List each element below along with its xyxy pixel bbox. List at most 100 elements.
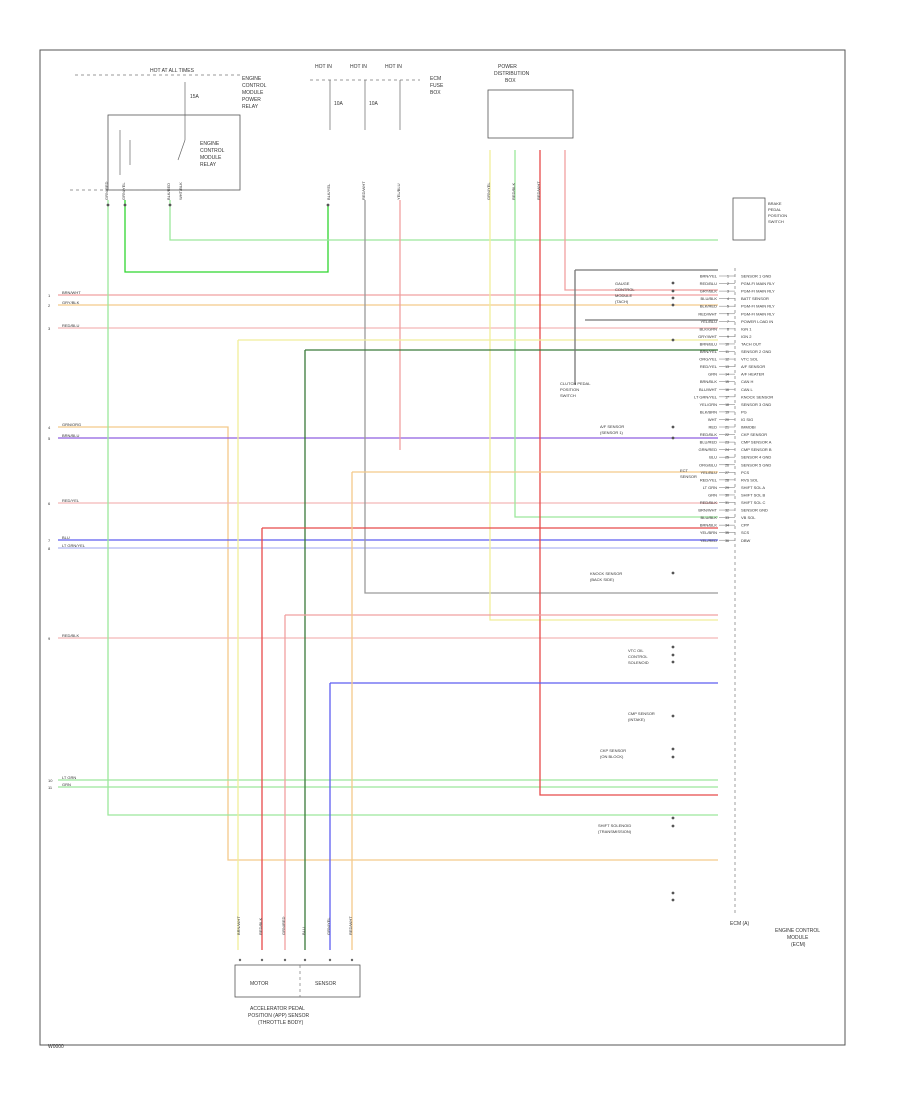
ecm-pin-wire: BLU/WHT [699, 387, 718, 392]
left-wire-pin: 5 [48, 436, 51, 441]
ecm-pin-function: PGM-FI MAIN RLY [741, 281, 775, 286]
ecm-pin-wire: BLU/BLK [701, 515, 718, 520]
ecm-pin-function: SHIFT SOL B [741, 492, 766, 497]
ecm-pin-function: SENSOR 5 GND [741, 462, 771, 467]
ecm-pin-function: DBW [741, 538, 751, 543]
relay-label-3: MODULE [200, 155, 222, 161]
left-wire-label: BRN/BLU [62, 433, 79, 438]
ecm-pin-function: KNOCK SENSOR [741, 394, 773, 399]
ecm-pin-wire: LT GRN/YEL [694, 394, 718, 399]
ecm-pin-function: POWER LOAD IN [741, 319, 773, 324]
component-label-shift_sol: (TRANSMISSION) [598, 829, 632, 834]
component-label-gauge_control: CONTROL [615, 287, 635, 292]
app-text-2: POSITION (APP) SENSOR [248, 1013, 310, 1019]
component-label-cmp_sensor: CMP SENSOR [628, 711, 655, 716]
app-pin-label: BRN/WHT [236, 916, 241, 935]
component-label-ect_sensor: SENSOR [680, 474, 697, 479]
ecm-pin-number: 35 [725, 531, 729, 535]
ecm-pin-function: A/F HEATER [741, 372, 764, 377]
ecm-pin-number: 23 [725, 441, 729, 445]
component-label-clutch_switch: SWITCH [560, 393, 576, 398]
ecm-label-2: MODULE [787, 935, 809, 941]
left-wire-layer: 1BRN/WHT2GRY/BLK3RED/BLU4GRN/ORG5BRN/BLU… [48, 290, 86, 790]
ecm-pin-wire: RED/YEL [700, 477, 718, 482]
junction-dot [671, 891, 675, 895]
ecm-pin-wire: BLU/RED [700, 440, 717, 445]
app-sub-sensor: SENSOR [315, 981, 337, 987]
ecm-pin-number: 16 [725, 388, 729, 392]
ecm-pin-function: SENSOR 1 GND [741, 274, 771, 279]
app-pin-dot [350, 958, 354, 962]
ecm-pin-number: 26 [725, 463, 729, 467]
ecm-pin-function: PGM-FI MAIN RLY [741, 311, 775, 316]
top-wire-label: GRN/YEL [486, 182, 491, 200]
left-wire-pin: 2 [48, 303, 51, 308]
ecm-pin-function: PCS [741, 470, 750, 475]
fuse-hot-3: HOT IN [385, 64, 402, 70]
app-pin-label: RED/WHT [348, 916, 353, 935]
ecm-pin-wire: RED/BLK [700, 432, 717, 437]
left-wire-pin: 11 [48, 785, 53, 790]
ecm-pin-wire: RED [709, 425, 718, 430]
app-text-3: (THROTTLE BODY) [258, 1020, 304, 1026]
brake-switch-box [732, 197, 766, 241]
ecm-pin-wire: LT GRN [703, 485, 717, 490]
app-sensor-box [234, 964, 361, 998]
wire-fuse-2-gray [364, 200, 718, 594]
wire-layer [58, 150, 718, 950]
junction-dot [671, 816, 675, 820]
junction-dot [671, 436, 675, 440]
ecm-pin-number: 6 [727, 312, 729, 316]
ecm-pin-number: 2 [727, 282, 729, 286]
ecm-pin-function: RVS SOL [741, 477, 759, 482]
ecm-pin-number: 33 [725, 516, 729, 520]
component-label-knock_sensor: (BACK SIDE) [590, 577, 615, 582]
junction-dot [168, 203, 172, 207]
ecm-pin-wire: YEL/RED [700, 538, 717, 543]
ecm-pin-number: 9 [727, 335, 729, 339]
wire-relay-loop [124, 200, 329, 273]
wire-left-vertical-green [107, 200, 718, 816]
junction-dot [671, 824, 675, 828]
ecm-pin-function: SENSOR 4 GND [741, 455, 771, 460]
ecm-pin-number: 13 [725, 365, 729, 369]
ecm-pin-function: IGN 2 [741, 334, 752, 339]
component-label-clutch_switch: CLUTCH PEDAL [560, 381, 591, 386]
ecm-pin-number: 25 [725, 456, 729, 460]
ecm-pin-wire: BRN/BLK [700, 523, 717, 528]
hot-label: HOT AT ALL TIMES [150, 68, 195, 74]
ecm-pin-wire: GRY/BLK [700, 289, 718, 294]
app-pin-label: BLU [301, 927, 306, 935]
left-wire-pin: 3 [48, 326, 51, 331]
ecm-pin-wire: ORG/YEL [699, 357, 718, 362]
junction-dot [671, 660, 675, 664]
ecm-pin-wire: BRN/YEL [700, 349, 718, 354]
component-label-ckp_sensor: CKP SENSOR [600, 748, 626, 753]
fuse-hot-2: HOT IN [350, 64, 367, 70]
junction-dot [671, 714, 675, 718]
top-wire-label: GRN/RED [104, 181, 109, 200]
ecm-pin-wire: BRN/BLK [700, 379, 717, 384]
ecm-pin-number: 29 [725, 486, 729, 490]
component-label-shift_sol: SHIFT SOLENOID [598, 823, 631, 828]
junction-dot [671, 645, 675, 649]
ecm-pin-number: 7 [727, 320, 729, 324]
left-wire-pin: 8 [48, 546, 51, 551]
left-wire-pin: 1 [48, 293, 51, 298]
ecm-pin-function: VB SOL [741, 515, 756, 520]
junction-dot [671, 303, 675, 307]
ecm-pin-wire: GRN [708, 492, 717, 497]
ecm-pin-function: CPP [741, 523, 750, 528]
ecm-pin-number: 8 [727, 327, 729, 331]
ecm-pin-wire: YEL/BLU [701, 470, 718, 475]
left-wire-label: GRN [62, 782, 71, 787]
app-pin-label: GRN/YEL [326, 917, 331, 935]
junction-dot [671, 653, 675, 657]
app-pin-dot [260, 958, 264, 962]
component-label-ap_sensor: (SENSOR 1) [600, 430, 624, 435]
ecm-pin-wire: BLU [709, 455, 717, 460]
ecm-pin-wire: BLK/BRN [700, 409, 717, 414]
wire-grn-org [58, 426, 718, 861]
